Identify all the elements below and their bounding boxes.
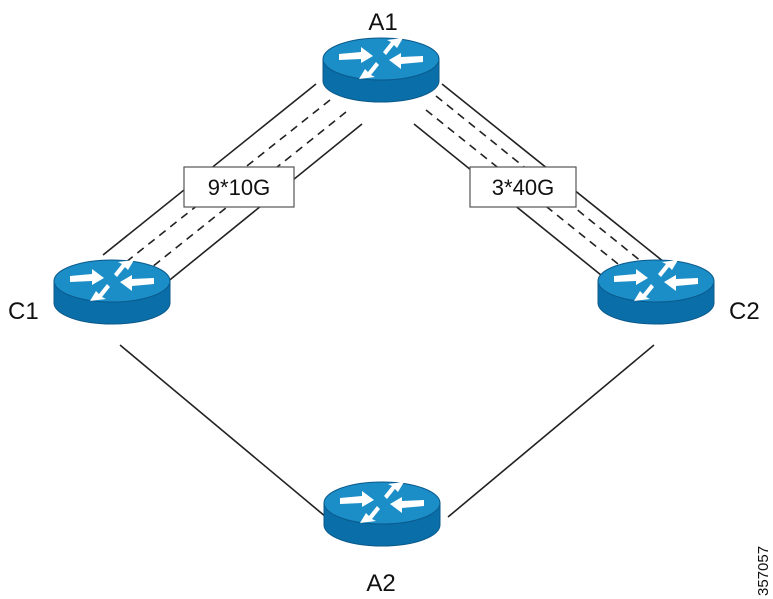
router-c2	[597, 259, 715, 325]
router-a2	[323, 481, 441, 547]
link-label-a1-c2: 3*40G	[469, 166, 577, 208]
link-c1-a2	[119, 344, 327, 518]
link-label-a1-c1-text: 9*10G	[208, 175, 270, 200]
router-icon	[53, 259, 171, 325]
link-label-a1-c1: 9*10G	[183, 166, 295, 208]
link-label-a1-c2-text: 3*40G	[492, 175, 554, 200]
router-icon	[597, 259, 715, 325]
router-icon	[323, 481, 441, 547]
node-label-c2: C2	[729, 298, 760, 325]
node-label-c1: C1	[8, 298, 39, 325]
router-icon	[322, 37, 440, 103]
router-c1	[53, 259, 171, 325]
node-label-a2: A2	[366, 570, 395, 597]
router-a1	[322, 37, 440, 103]
node-label-a1: A1	[368, 9, 397, 36]
link-c2-a2	[447, 344, 655, 518]
figure-id: 357057	[755, 546, 772, 596]
